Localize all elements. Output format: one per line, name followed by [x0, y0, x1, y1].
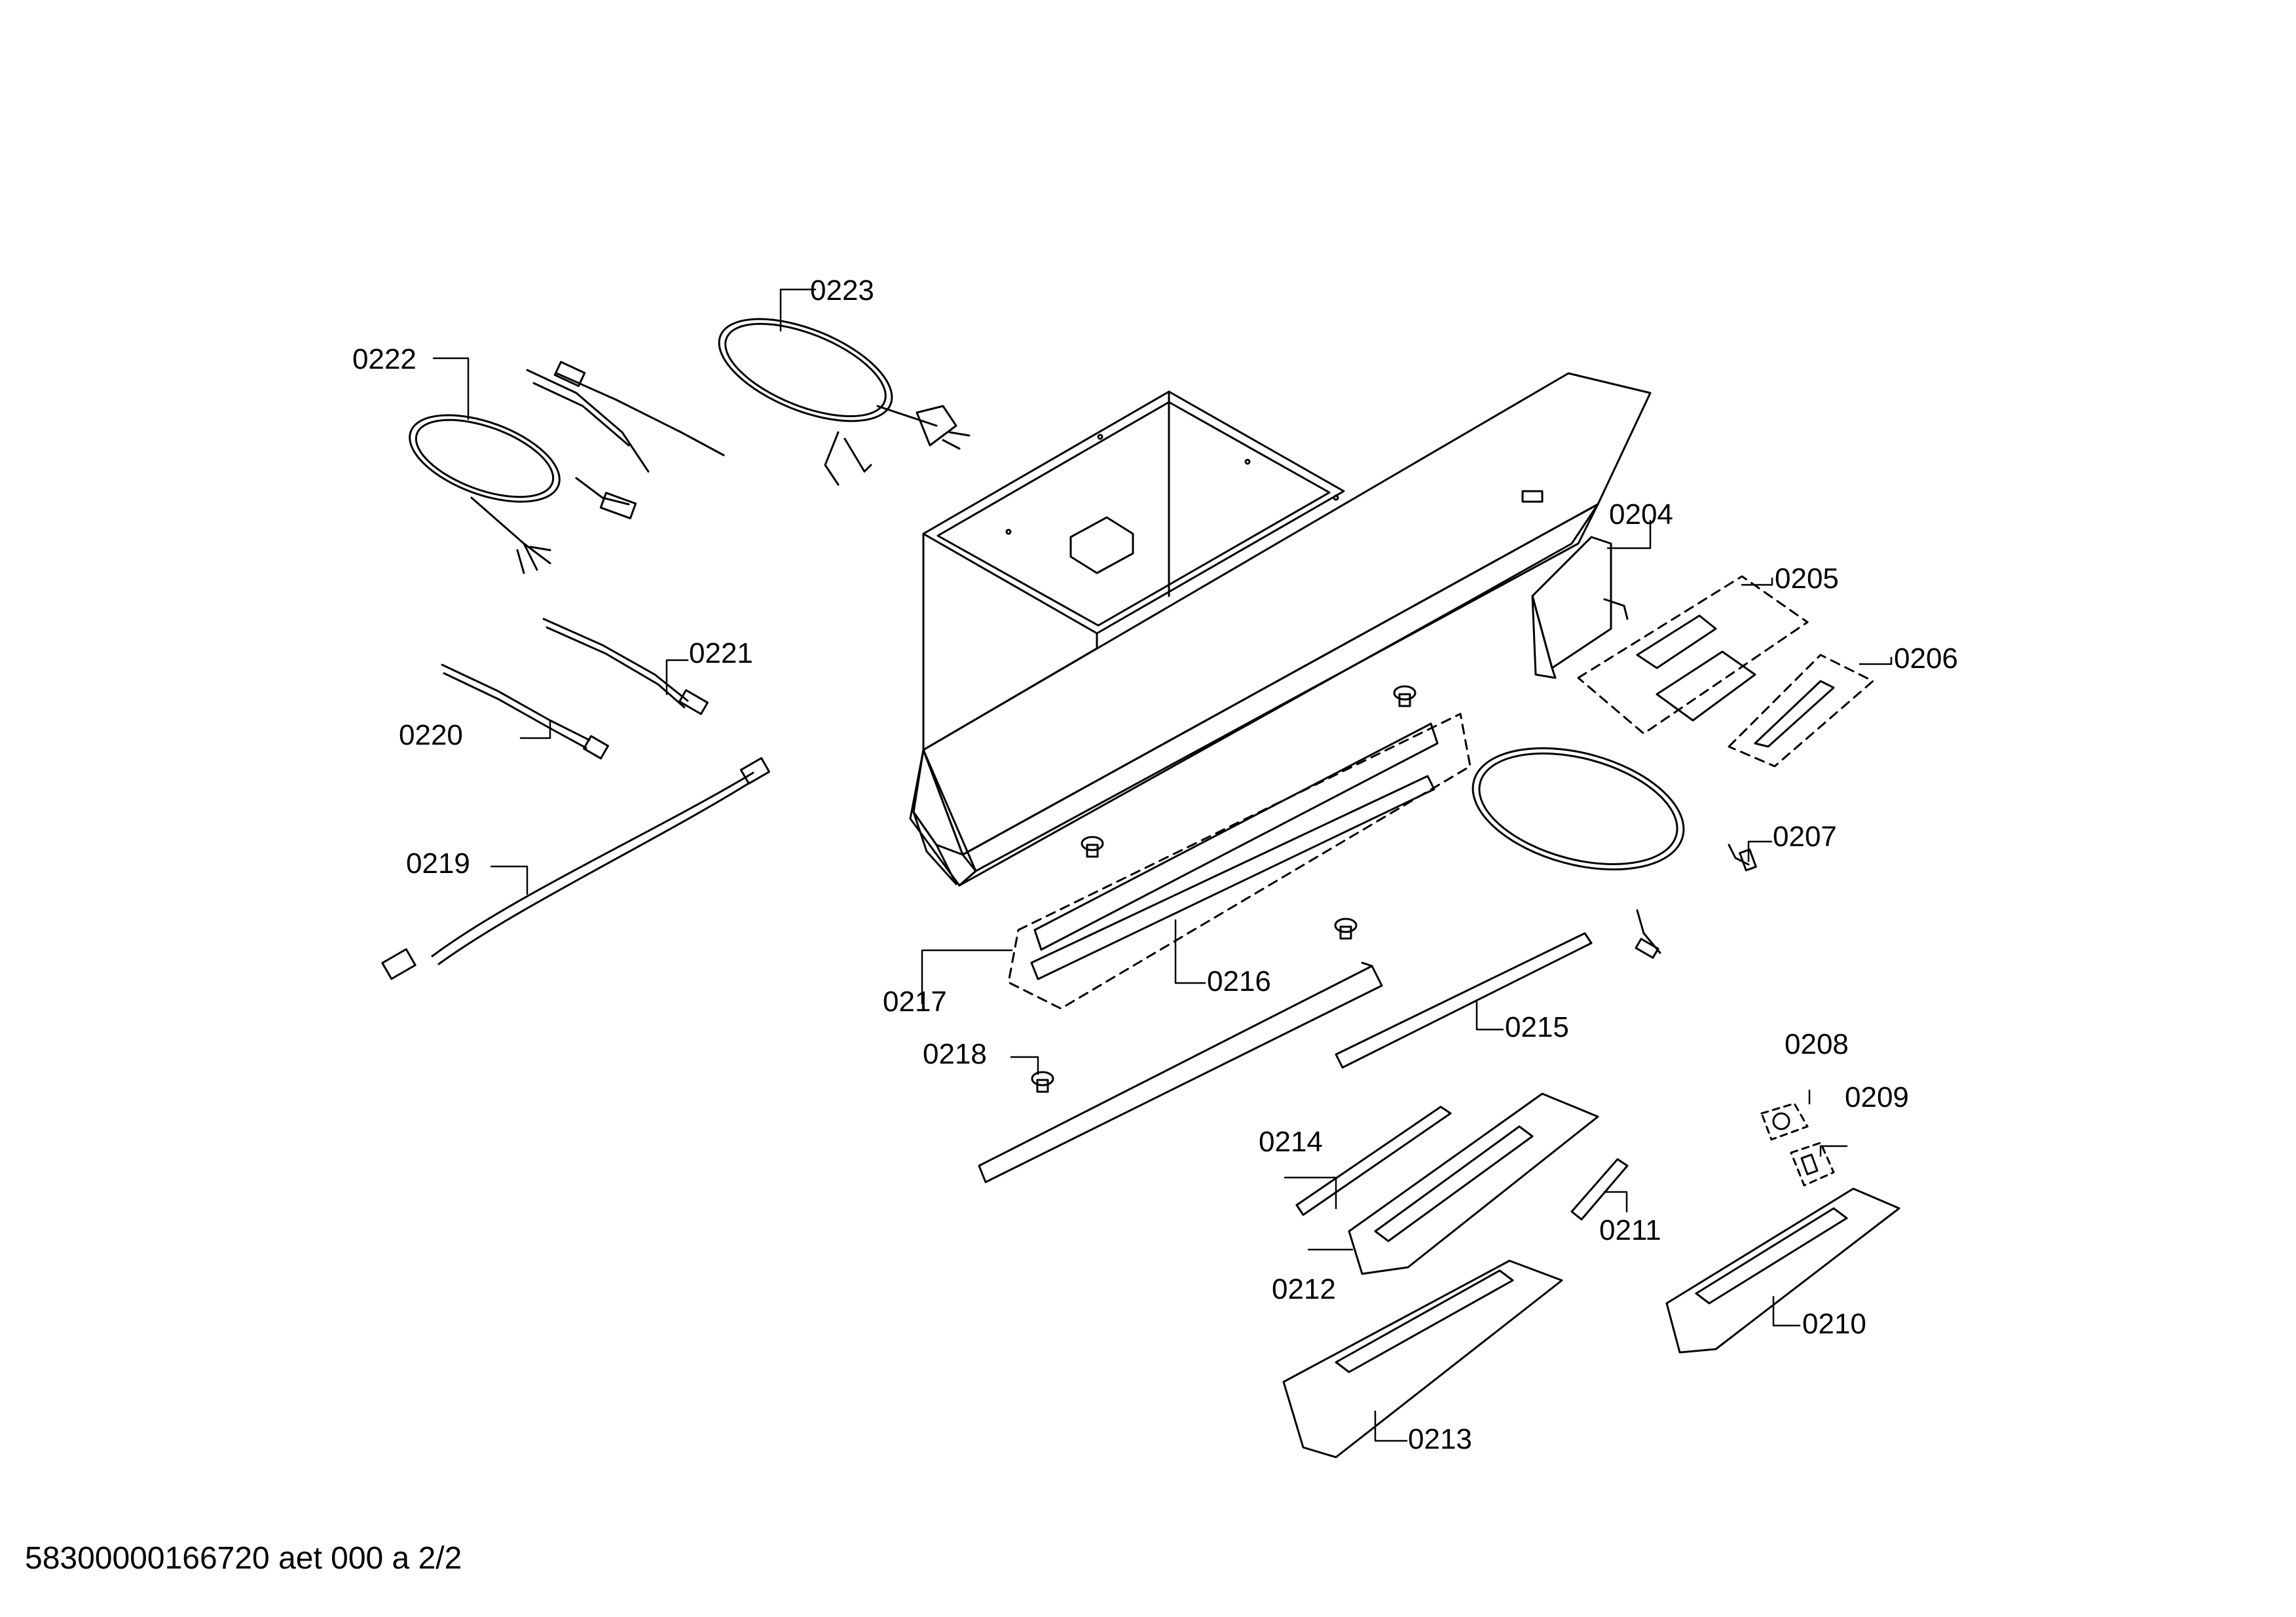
screw-group-0208 [1760, 1102, 1835, 1187]
module-group-0206 [1728, 654, 1874, 768]
part-labels: 0222 0223 0204 0205 0206 0221 0220 0219 … [352, 274, 1958, 1455]
harness-0220 [441, 663, 609, 760]
label-0204: 0204 [1609, 498, 1673, 530]
knob-set [1031, 685, 1416, 1093]
label-0209: 0209 [1845, 1081, 1909, 1113]
label-0218: 0218 [923, 1038, 987, 1070]
cable-0222 [409, 414, 561, 574]
rail-0214 [1295, 1106, 1452, 1216]
label-0222: 0222 [352, 343, 417, 375]
label-0214: 0214 [1259, 1126, 1323, 1158]
hood-body [909, 372, 1652, 887]
tray-0210 [1665, 1187, 1900, 1354]
label-0223: 0223 [810, 274, 874, 307]
label-0213: 0213 [1408, 1423, 1472, 1455]
label-0221: 0221 [689, 637, 753, 669]
label-0207: 0207 [1773, 821, 1837, 853]
drawing-number-footer: 58300000166720 aet 000 a 2/2 [25, 1541, 462, 1576]
leader-lines [432, 288, 1893, 1442]
harness-0219 [381, 757, 771, 980]
harness-0221 [542, 618, 709, 715]
label-0206: 0206 [1894, 642, 1958, 675]
bracket-0204 [1531, 536, 1629, 679]
rail-0215 [1335, 932, 1593, 1069]
rail-0218 [978, 961, 1383, 1183]
label-0216: 0216 [1207, 965, 1271, 997]
label-0205: 0205 [1775, 563, 1839, 595]
label-0215: 0215 [1505, 1011, 1569, 1043]
tray-0212 [1348, 1092, 1599, 1275]
cable-0207 [1472, 747, 1757, 959]
wire-harness-0222 [526, 361, 725, 519]
tray-0213 [1282, 1259, 1563, 1459]
cable-0223 [718, 318, 971, 486]
label-0217: 0217 [883, 986, 947, 1018]
label-0212: 0212 [1272, 1273, 1336, 1305]
module-group-0205 [1577, 575, 1809, 735]
label-0220: 0220 [399, 719, 463, 751]
label-0210: 0210 [1802, 1308, 1866, 1340]
label-0211: 0211 [1599, 1214, 1661, 1246]
rail-group-0217 [1007, 713, 1472, 1010]
label-0219: 0219 [406, 847, 470, 880]
tray-0211 [1570, 1158, 1629, 1221]
label-0208: 0208 [1785, 1028, 1849, 1060]
